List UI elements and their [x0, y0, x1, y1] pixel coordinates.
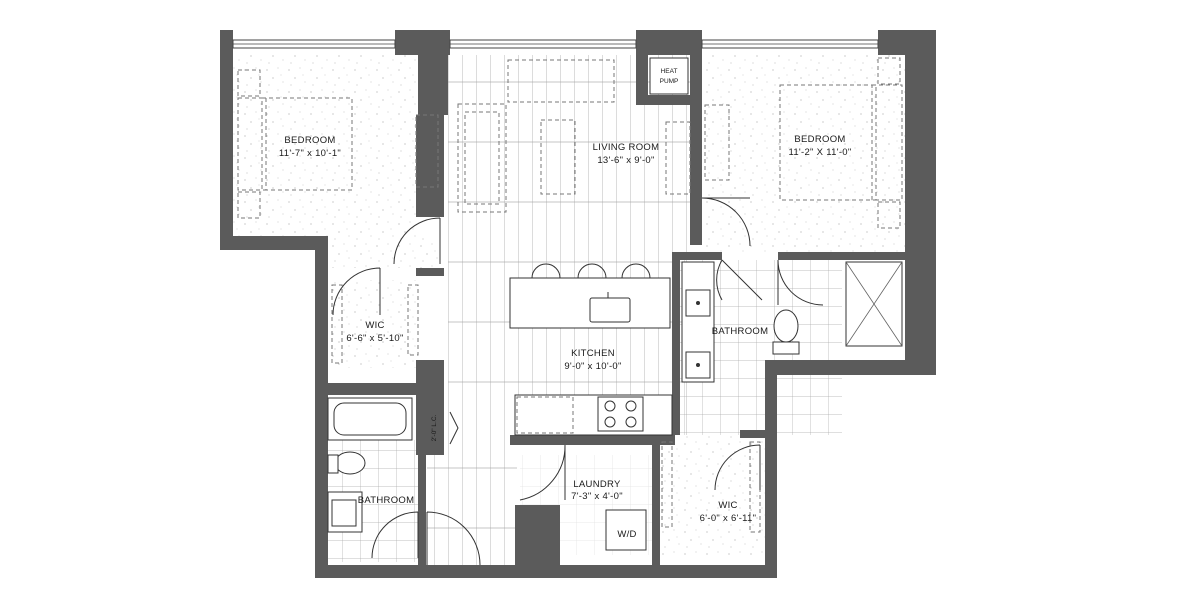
kitchen-sink: [589, 297, 631, 323]
room-dims-laundry: 7'-3" x 4'-0": [571, 491, 623, 502]
room-dims-wic-left: 6'-6" x 5'-10": [346, 333, 403, 344]
counter: [514, 394, 673, 436]
room-dims-wic-right: 6'-0" x 6'-11": [700, 513, 757, 524]
room-name-bathroom-left: BATHROOM: [358, 495, 415, 506]
room-dims-bedroom-left: 11'-7" x 10'-1": [279, 148, 341, 159]
door-bath-right: [716, 259, 763, 301]
door-linen: [449, 411, 459, 445]
door-shower-right: [777, 259, 824, 306]
room-dims-bedroom-right: 11'-2" X 11'-0": [788, 147, 851, 158]
heat-pump-label-1: HEAT: [661, 68, 678, 75]
room-name-living-room: LIVING ROOM: [593, 142, 660, 153]
toilet-left: [334, 451, 366, 475]
door-bedroom-left: [393, 217, 441, 265]
room-dims-living-room: 13'-6" x 9'-0": [597, 155, 654, 166]
kitchen-fixtures: [509, 277, 673, 551]
door-bath-left: [371, 511, 419, 559]
heat-pump-label-2: PUMP: [660, 78, 679, 85]
cooktop: [597, 396, 644, 432]
room-labels: BEDROOM 11'-7" x 10'-1" LIVING ROOM 13'-…: [279, 68, 851, 540]
right-bathroom-fixtures: [681, 261, 903, 383]
doors: [332, 197, 824, 566]
washer-dryer: [605, 509, 647, 551]
washer-dryer-label: W/D: [617, 529, 636, 540]
door-laundry: [519, 444, 566, 501]
furniture: [237, 57, 903, 533]
room-dims-kitchen: 9'-0" x 10'-0": [564, 361, 621, 372]
door-wic-left: [332, 267, 381, 316]
toilet-right: [773, 309, 799, 343]
door-bedroom-right: [701, 197, 751, 247]
left-bathroom-fixtures: [327, 397, 413, 533]
room-name-kitchen: KITCHEN: [571, 348, 615, 359]
room-name-bedroom-right: BEDROOM: [794, 134, 845, 145]
linen-closet-label: 2'-0" L.C.: [431, 414, 438, 441]
room-name-bathroom-right: BATHROOM: [712, 326, 769, 337]
door-wic-right: [714, 444, 761, 491]
windows: [232, 39, 879, 49]
walls: [220, 30, 936, 578]
room-name-wic-left: WIC: [365, 320, 384, 331]
room-name-wic-right: WIC: [718, 500, 737, 511]
door-entry: [426, 511, 481, 566]
room-name-laundry: LAUNDRY: [573, 479, 621, 490]
heat-pump: [649, 57, 689, 95]
room-name-bedroom-left: BEDROOM: [284, 135, 335, 146]
